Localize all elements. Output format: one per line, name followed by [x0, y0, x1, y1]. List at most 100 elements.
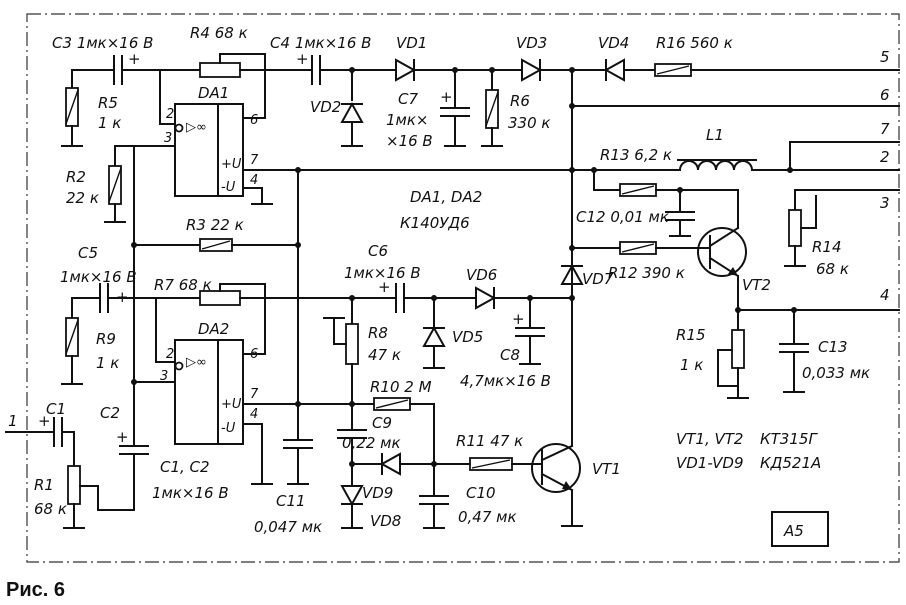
junction: [295, 167, 301, 173]
capacitor-C3: [113, 55, 161, 85]
label-C10-ref: C10: [466, 484, 496, 502]
diode-VD4: [603, 58, 625, 82]
label-C5-ref: C5: [78, 244, 98, 262]
label-C7-v2: ×16 В: [386, 132, 433, 150]
resistor-R16-stroke: [656, 65, 690, 75]
label-R5-ref: R5: [98, 94, 118, 112]
resistor-R1: [67, 465, 81, 505]
inverting-dot: [174, 361, 184, 371]
label-C7-v1: 1мк×: [386, 111, 429, 129]
label-C13-value: 0,033 мк: [802, 364, 870, 382]
junction: [569, 103, 575, 109]
resistor-R13-stroke: [621, 185, 655, 195]
label-DA1: DA1: [198, 84, 229, 102]
label-DA2: DA2: [198, 320, 229, 338]
transistor-VT1-collector: [540, 444, 574, 462]
label-C10-value: 0,47 мк: [458, 508, 517, 526]
terminal-6: 6: [880, 86, 890, 104]
junction: [431, 461, 437, 467]
label-R8-value: 47 к: [368, 346, 401, 364]
pin-2: 2: [166, 347, 174, 362]
diode-VD2: [340, 101, 364, 123]
junction: [349, 461, 355, 467]
label-R4: R4 68 к: [190, 24, 248, 42]
junction: [591, 167, 597, 173]
junction: [791, 307, 797, 313]
label-C4: C4 1мк×16 В: [270, 34, 371, 52]
label-C6-ref: C6: [368, 242, 388, 260]
terminal-2: 2: [880, 148, 890, 166]
chips-note-line2: К140УД6: [400, 214, 470, 232]
resistor-R8: [345, 323, 359, 365]
board-frame: [26, 13, 900, 563]
label-R8-ref: R8: [368, 324, 388, 342]
resistor-R9-stroke: [65, 319, 79, 355]
label-C7-ref: C7: [398, 90, 418, 108]
label-VD1: VD1: [396, 34, 427, 52]
label-C9-value: 0,22 мк: [342, 434, 401, 452]
label-R1-ref: R1: [34, 476, 54, 494]
plus-mark: +: [440, 88, 453, 106]
resistor-R5-stroke: [65, 89, 79, 125]
label-R2-value: 22 к: [66, 189, 99, 207]
pin-7: 7: [250, 387, 259, 402]
terminal-7: 7: [880, 120, 890, 138]
diode-VD7: [560, 263, 584, 285]
opamp-symbol: ▷∞: [186, 120, 207, 135]
c1c2-note-line2: 1мк×16 В: [152, 484, 229, 502]
junction: [131, 379, 137, 385]
label-R16: R16 560 к: [656, 34, 733, 52]
resistor-R4: [199, 62, 241, 78]
resistor-R11-stroke: [471, 459, 511, 469]
label-R13: R13 6,2 к: [600, 146, 672, 164]
diode-VD8: [340, 485, 364, 507]
terminal-1: 1: [8, 412, 18, 430]
label-VT1: VT1: [592, 460, 621, 478]
junction: [349, 401, 355, 407]
plus-mark: +: [378, 278, 391, 296]
label-VD7: VD7: [582, 270, 614, 288]
label-R7: R7 68 к: [154, 276, 212, 294]
plus-mark: +: [128, 50, 141, 68]
diode-VD6: [475, 286, 497, 310]
plus-mark: +: [116, 288, 129, 306]
label-R6-value: 330 к: [508, 114, 550, 132]
label-VD8: VD8: [370, 512, 401, 530]
junction: [295, 242, 301, 248]
label-R15-value: 1 к: [680, 356, 703, 374]
pin-vplus: +U: [221, 157, 242, 172]
pin-4: 4: [250, 407, 258, 422]
diode-note-type: КД521А: [760, 454, 821, 472]
junction: [787, 167, 793, 173]
transistor-VT1: [531, 443, 581, 493]
label-R5-value: 1 к: [98, 114, 121, 132]
label-VD9: VD9: [362, 484, 393, 502]
label-R14-value: 68 к: [816, 260, 849, 278]
terminal-3: 3: [880, 194, 890, 212]
diode-VD9: [379, 452, 401, 476]
label-R15-ref: R15: [676, 326, 706, 344]
pin-7: 7: [250, 153, 259, 168]
junction: [349, 295, 355, 301]
opamp-symbol: ▷∞: [186, 355, 207, 370]
plus-mark: +: [38, 412, 51, 430]
label-R2-ref: R2: [66, 168, 86, 186]
transistor-VT2-arrow: [728, 267, 738, 276]
plus-mark: +: [512, 310, 525, 328]
transistor-VT1-arrow: [562, 481, 572, 490]
pin-vminus: -U: [221, 180, 236, 195]
junction: [431, 295, 437, 301]
junction: [452, 67, 458, 73]
label-C11-value: 0,047 мк: [254, 518, 322, 536]
diode-VD3: [521, 58, 543, 82]
label-C2: C2: [100, 404, 120, 422]
resistor-R14: [788, 209, 802, 247]
inverting-dot: [174, 123, 184, 133]
junction: [527, 295, 533, 301]
junction: [569, 245, 575, 251]
resistor-R15: [731, 329, 745, 369]
junction: [489, 67, 495, 73]
label-C9-ref: C9: [372, 414, 392, 432]
pin-vminus: -U: [221, 421, 236, 436]
